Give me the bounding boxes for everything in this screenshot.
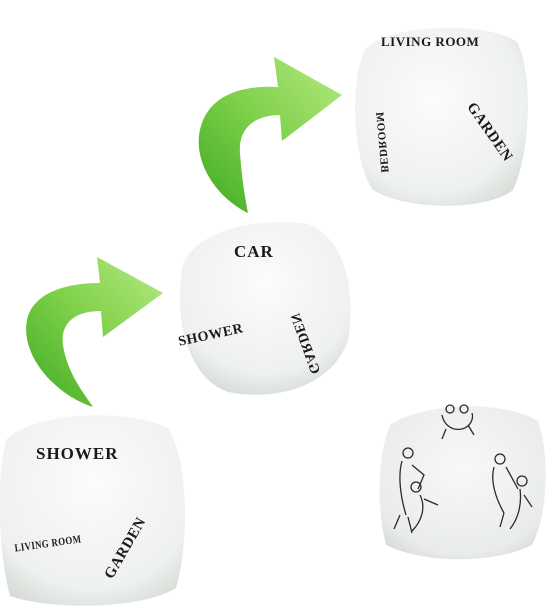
position-figures-icon [441,404,475,440]
die-face-label: SHOWER [36,444,119,463]
die-bottom-right [372,395,550,565]
position-figures-icon [492,453,533,530]
green-arrow-icon-lower [15,245,175,415]
green-arrow-icon-upper [190,45,350,220]
position-figures-icon [393,447,439,534]
die-bottom-left: SHOWER LIVING ROOM GARDEN [0,410,190,610]
die-top-right: LIVING ROOM BEDROOM GARDEN [345,12,535,212]
die-middle: CAR SHOWER GARDEN [168,210,358,405]
die-face-label: LIVING ROOM [381,34,480,49]
die-face-label: CAR [234,242,274,261]
